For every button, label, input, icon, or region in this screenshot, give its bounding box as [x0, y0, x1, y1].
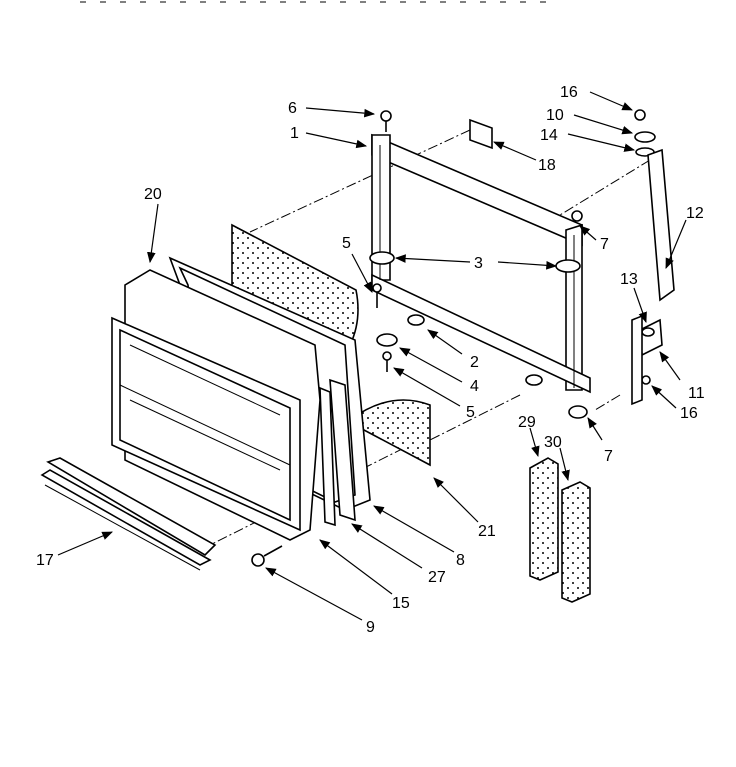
- callout-16-top: 16: [560, 84, 578, 101]
- callout-17: 17: [36, 552, 54, 569]
- callout-7-top: 7: [600, 236, 609, 253]
- callout-15: 15: [392, 595, 410, 612]
- handle-part-17: [40, 457, 217, 571]
- callout-10: 10: [546, 107, 564, 124]
- hinge-part-3: [369, 251, 581, 273]
- callout-5-bottom: 5: [466, 404, 475, 421]
- callout-11: 11: [688, 385, 705, 402]
- foam-block-29: [529, 457, 559, 581]
- callout-4: 4: [470, 378, 479, 395]
- bumpers: [376, 314, 588, 419]
- callout-2: 2: [470, 354, 479, 371]
- callout-3: 3: [474, 255, 483, 272]
- callout-13: 13: [620, 271, 638, 288]
- callout-14: 14: [540, 127, 558, 144]
- foam-block-30: [561, 481, 591, 603]
- callout-27: 27: [428, 569, 446, 586]
- door-outer-shell: [111, 269, 321, 541]
- tag-part-18: [469, 118, 493, 150]
- callout-12: 12: [686, 205, 704, 222]
- screws: [251, 109, 651, 567]
- callout-16-bottom: 16: [680, 405, 698, 422]
- callout-18: 18: [538, 157, 556, 174]
- callout-30: 30: [544, 434, 562, 451]
- callout-8: 8: [456, 552, 465, 569]
- gasket-strips: [319, 378, 356, 527]
- callout-21: 21: [478, 523, 496, 540]
- callout-labels: 6 1 18 16 10 14 12 20 7 5 3 13 2 4 11 5 …: [36, 84, 705, 636]
- callout-7-bottom: 7: [604, 448, 613, 465]
- callout-20: 20: [144, 186, 162, 203]
- callout-1: 1: [290, 125, 299, 142]
- callout-6: 6: [288, 100, 297, 117]
- callout-9: 9: [366, 619, 375, 636]
- leader-arrows: [57, 91, 687, 621]
- callout-29: 29: [518, 414, 536, 431]
- callout-5-top: 5: [342, 235, 351, 252]
